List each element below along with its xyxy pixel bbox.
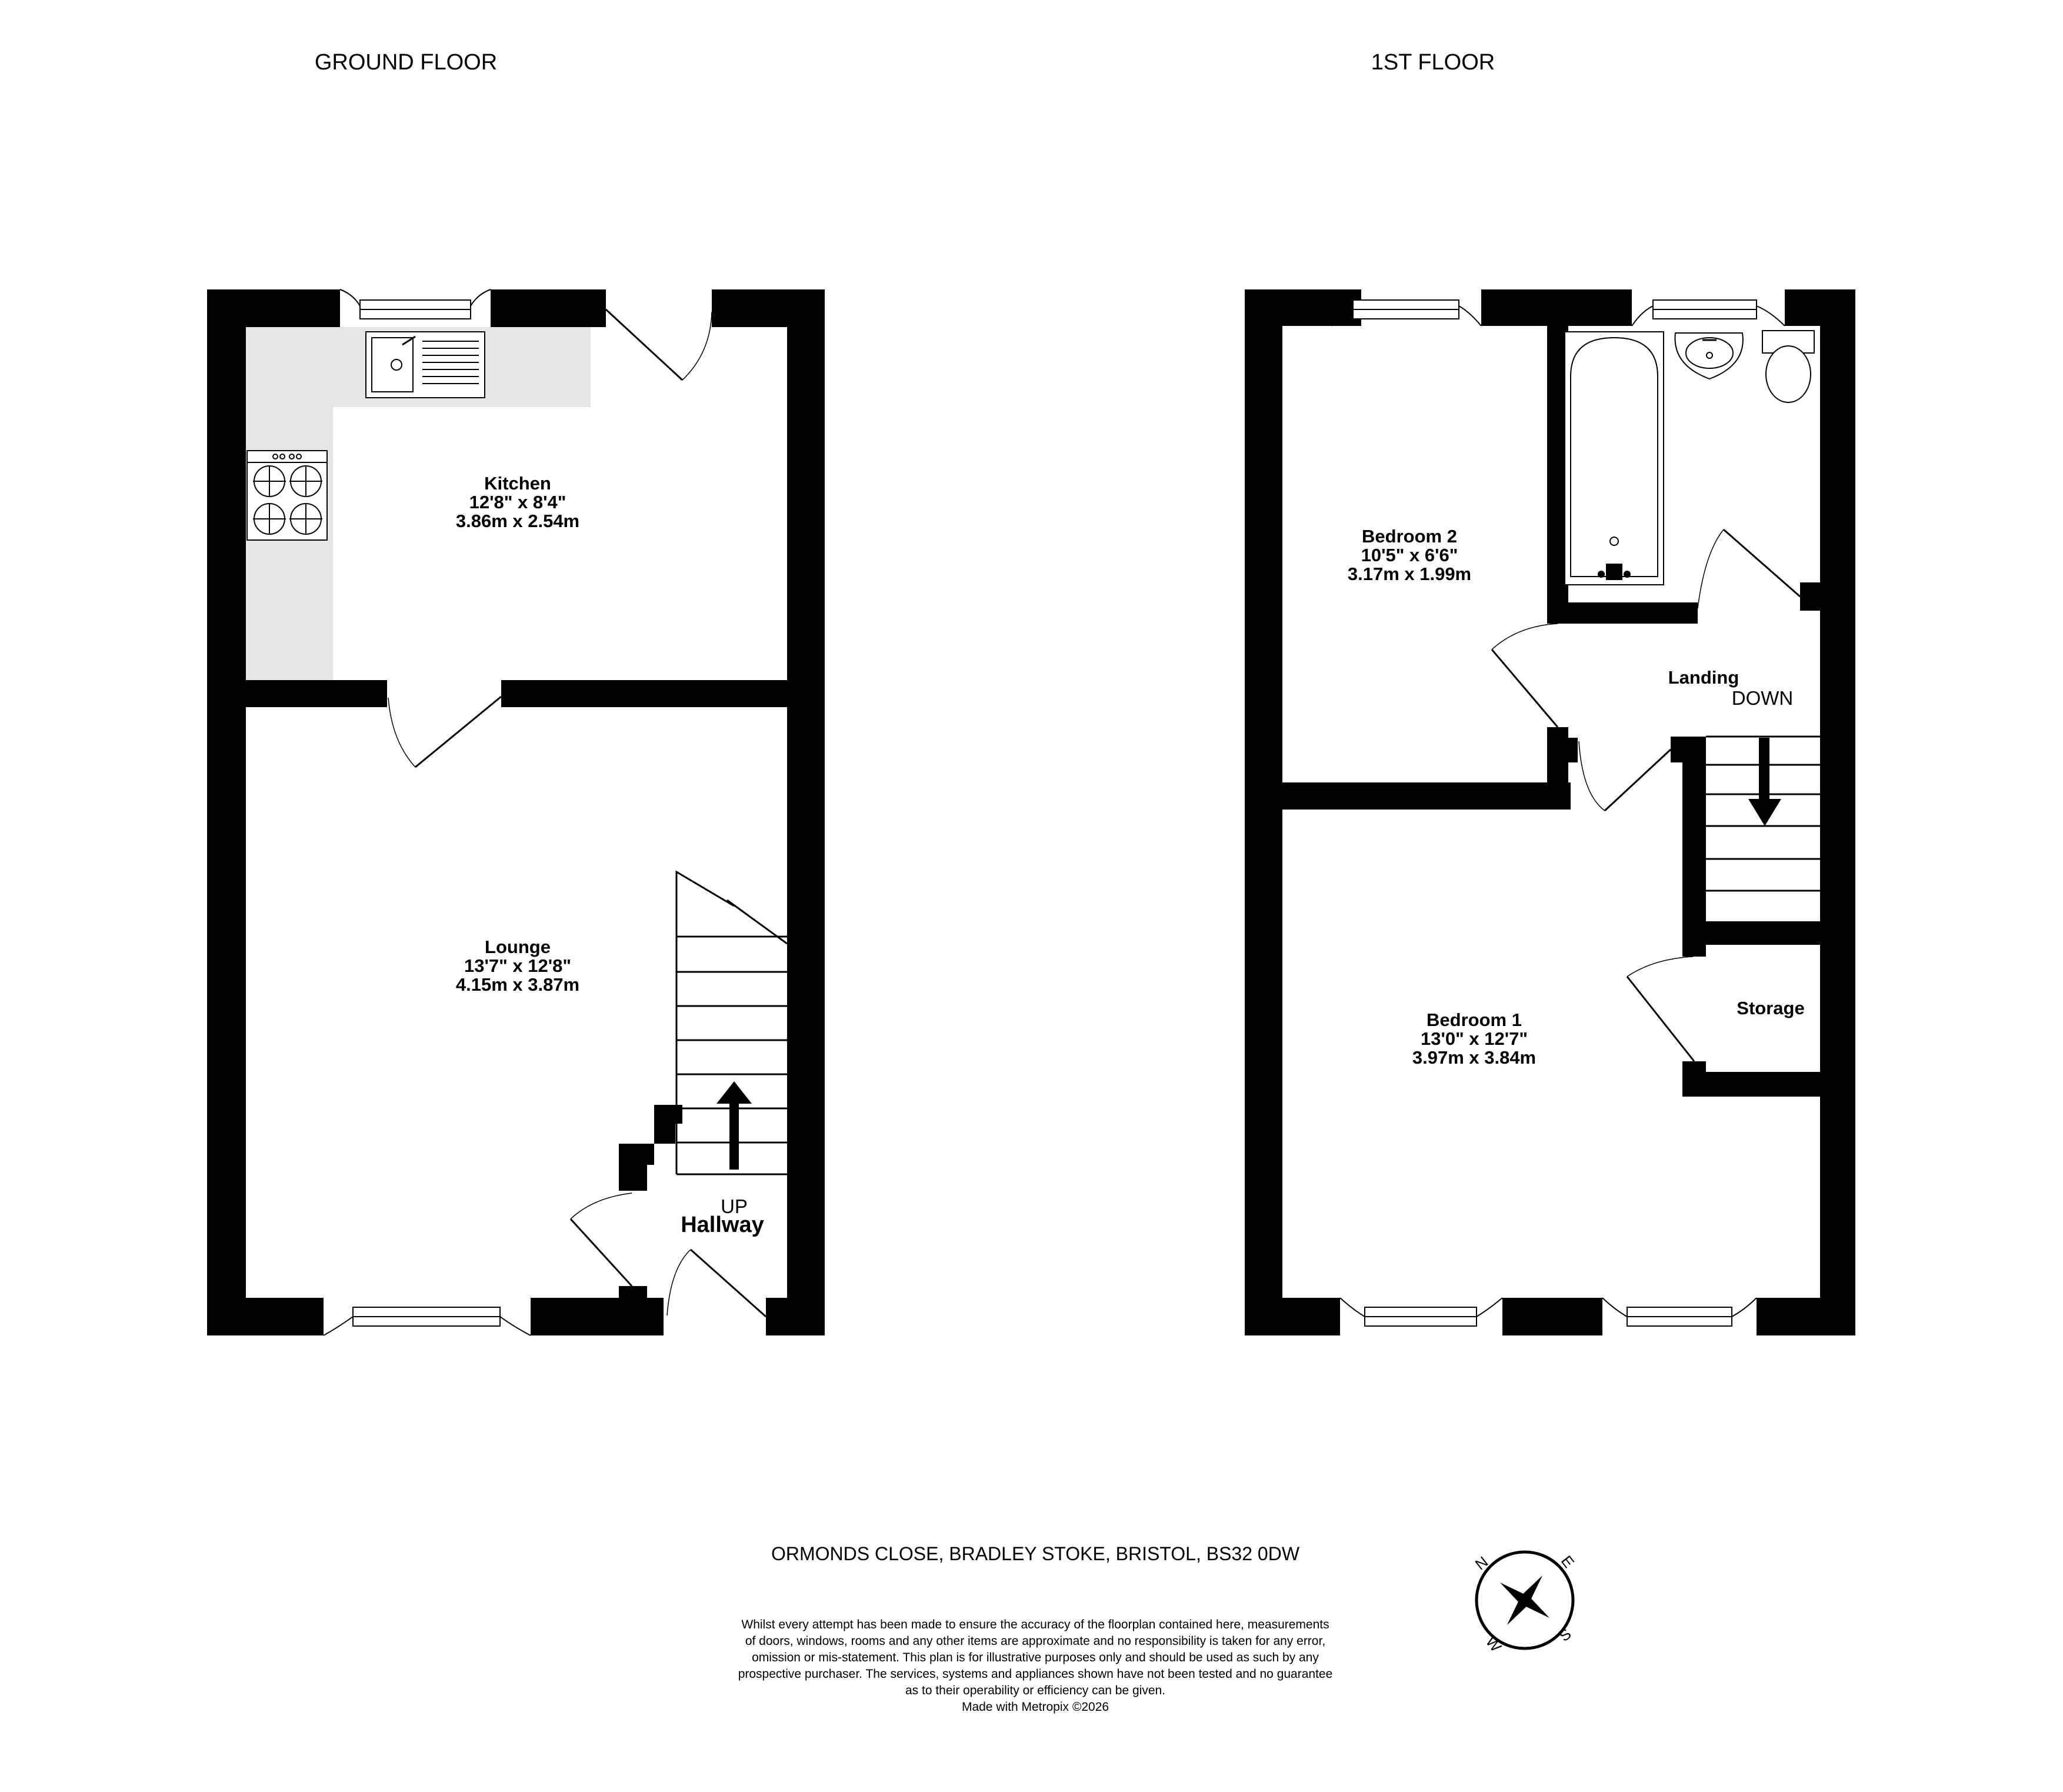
ground-floor-plan: UP Ki — [207, 289, 825, 1336]
wall — [619, 1286, 647, 1335]
address: ORMONDS CLOSE, BRADLEY STOKE, BRISTOL, B… — [771, 1543, 1300, 1564]
first-floor-title: 1ST FLOOR — [1371, 50, 1495, 75]
wall — [1245, 289, 1282, 1335]
window-bedroom1-right — [1602, 1297, 1757, 1327]
wall — [1682, 921, 1706, 957]
bedroom1-imperial: 13'0" x 12'7" — [1421, 1028, 1528, 1049]
disclaimer-line: Whilst every attempt has been made to en… — [741, 1618, 1329, 1631]
wall — [1502, 1298, 1602, 1335]
door-front — [666, 1248, 766, 1318]
door-lounge-hallway — [569, 1193, 633, 1287]
storage-name: Storage — [1737, 998, 1804, 1018]
wall — [1682, 1072, 1820, 1097]
ground-floor-title: GROUND FLOOR — [315, 50, 497, 75]
wall — [787, 289, 825, 1335]
disclaimer-line: of doors, windows, rooms and any other i… — [745, 1634, 1325, 1648]
stairs-up — [675, 870, 788, 1175]
bedroom1-metric: 3.97m x 3.84m — [1412, 1047, 1536, 1068]
door-bathroom — [1697, 528, 1801, 609]
kitchen-name: Kitchen — [484, 473, 551, 494]
bedroom2-imperial: 10'5" x 6'6" — [1361, 545, 1458, 565]
kitchen-metric: 3.86m x 2.54m — [456, 511, 579, 531]
disclaimer-line: as to their operability or efficiency ca… — [905, 1684, 1165, 1697]
wall — [207, 1298, 324, 1335]
first-floor-plan: DOWN Bedroom 2 10'5" x 6'6" 3.17m x 1.99… — [1245, 289, 1855, 1335]
wall — [1245, 1298, 1340, 1335]
door-bedroom2 — [1491, 623, 1559, 728]
landing-name: Landing — [1668, 667, 1739, 688]
sink-icon — [365, 331, 485, 398]
window-lounge — [323, 1307, 531, 1336]
wall — [619, 1144, 647, 1191]
window-kitchen — [339, 289, 491, 319]
stairs-up-label: UP — [721, 1195, 748, 1217]
lounge-name: Lounge — [485, 937, 551, 957]
window-bedroom1-left — [1339, 1297, 1503, 1327]
disclaimer-line: prospective purchaser. The services, sys… — [738, 1667, 1333, 1681]
wall — [207, 289, 246, 1335]
wall — [1568, 738, 1578, 762]
bedroom1-name: Bedroom 1 — [1427, 1010, 1522, 1030]
wall — [501, 680, 787, 707]
hallway-name: Hallway — [681, 1213, 764, 1237]
compass-icon: N E S W — [1472, 1550, 1578, 1656]
toilet-icon — [1762, 330, 1815, 403]
bedroom2-name: Bedroom 2 — [1362, 526, 1457, 547]
wall — [1282, 782, 1571, 810]
wall — [1800, 582, 1820, 611]
bedroom2-metric: 3.17m x 1.99m — [1348, 564, 1471, 584]
window-bathroom — [1631, 299, 1785, 327]
washbasin-icon — [1674, 332, 1744, 380]
hob-icon — [246, 450, 328, 541]
disclaimer: Whilst every attempt has been made to en… — [738, 1618, 1333, 1714]
door-kitchen-back — [605, 308, 712, 381]
wall — [654, 1105, 675, 1144]
kitchen-imperial: 12'8" x 8'4" — [469, 492, 566, 512]
wall — [491, 289, 606, 327]
window-bedroom2 — [1331, 299, 1482, 327]
lounge-metric: 4.15m x 3.87m — [456, 974, 579, 995]
wall — [1547, 602, 1698, 624]
stairs-down-label: DOWN — [1732, 687, 1793, 709]
wall — [1757, 1298, 1855, 1335]
bath-icon — [1564, 331, 1664, 585]
wall — [1547, 727, 1568, 810]
door-storage — [1626, 956, 1695, 1062]
door-kitchen-lounge — [388, 695, 502, 768]
compass-w: W — [1482, 1633, 1505, 1656]
wall — [1682, 737, 1706, 954]
disclaimer-line: Made with Metropix ©2026 — [962, 1700, 1109, 1714]
stairs-down — [1706, 735, 1820, 892]
compass-s: S — [1555, 1625, 1574, 1645]
disclaimer-line: omission or mis-statement. This plan is … — [752, 1651, 1319, 1664]
wall — [246, 680, 387, 707]
door-bedroom1 — [1578, 741, 1672, 812]
wall — [1481, 289, 1632, 326]
wall — [766, 1298, 825, 1335]
lounge-imperial: 13'7" x 12'8" — [464, 955, 571, 976]
wall — [647, 1144, 654, 1165]
wall — [1820, 289, 1855, 1335]
